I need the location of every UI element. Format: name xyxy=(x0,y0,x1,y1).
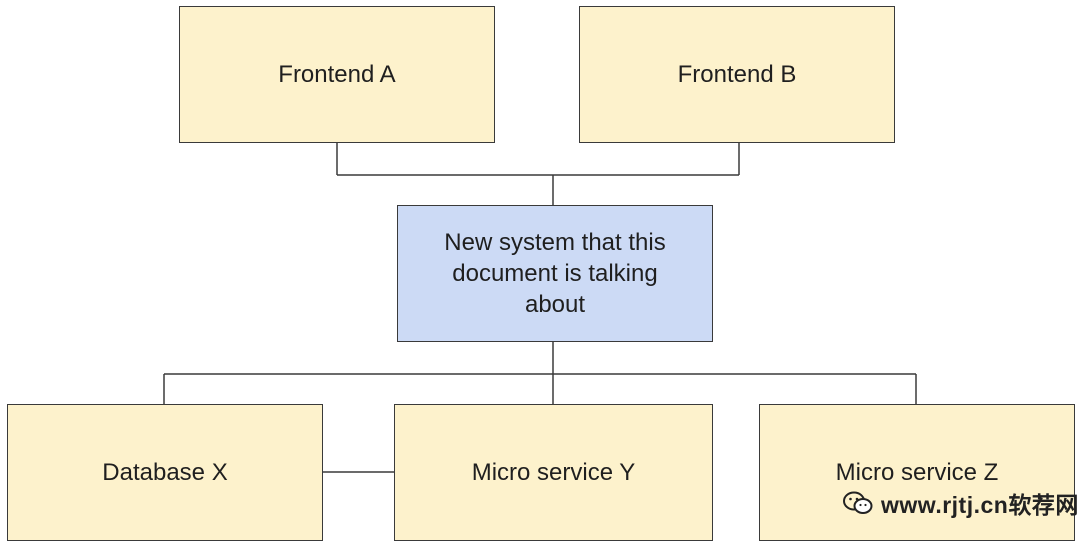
node-micro-service-y: Micro service Y xyxy=(394,404,713,541)
node-micro-service-z: Micro service Z xyxy=(759,404,1075,541)
node-frontend-a-label: Frontend A xyxy=(278,61,396,88)
node-micro-service-z-label: Micro service Z xyxy=(835,459,999,486)
watermark-text: www.rjtj.cn软荐网 xyxy=(881,492,1079,518)
node-frontend-b: Frontend B xyxy=(579,6,895,143)
node-micro-service-y-label: Micro service Y xyxy=(471,459,636,486)
node-frontend-b-label: Frontend B xyxy=(677,61,797,88)
node-database-x: Database X xyxy=(7,404,323,541)
watermark: www.rjtj.cn软荐网 xyxy=(843,486,1079,520)
node-frontend-a: Frontend A xyxy=(179,6,495,143)
node-new-system-label: New system that this document is talking… xyxy=(444,229,666,318)
wechat-icon xyxy=(843,491,873,514)
node-new-system: New system that this document is talking… xyxy=(397,205,713,342)
node-database-x-label: Database X xyxy=(102,459,228,486)
